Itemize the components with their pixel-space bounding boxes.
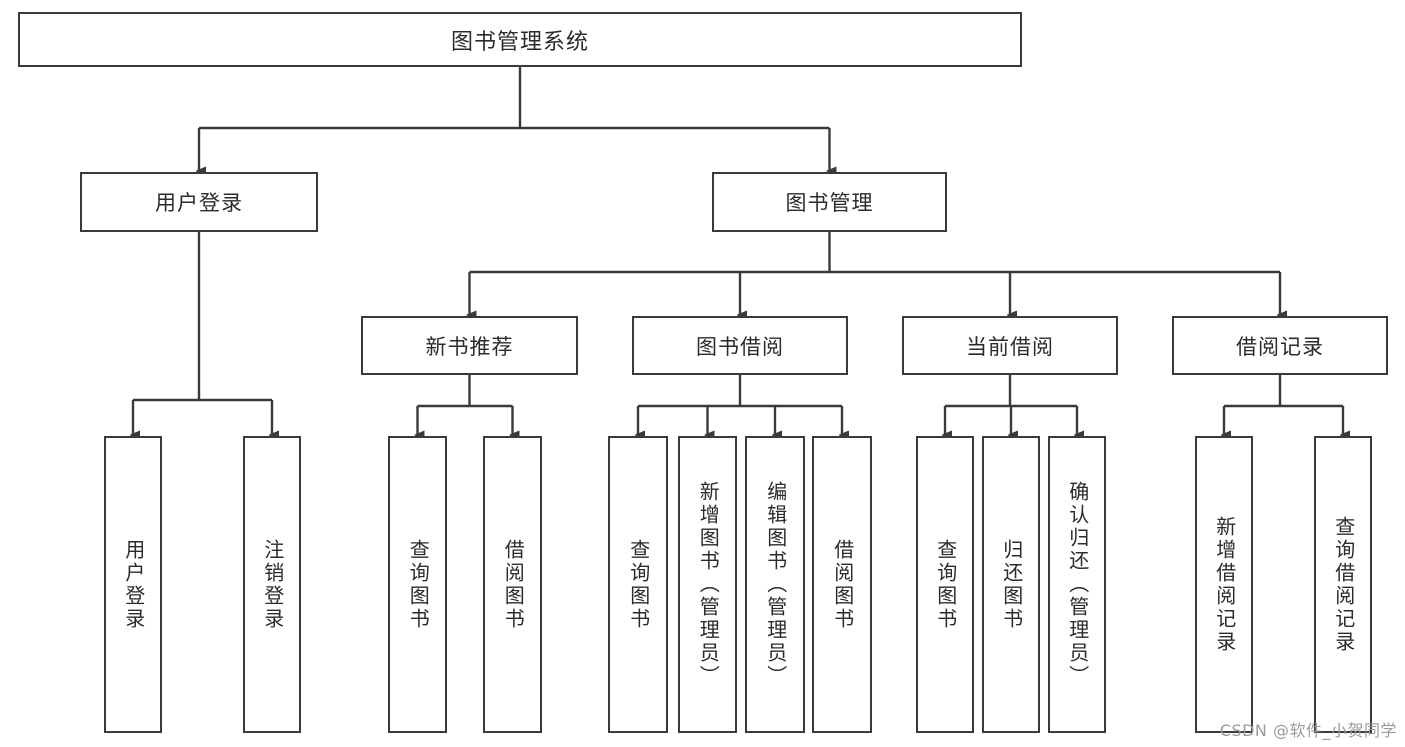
node-label-add-borrow-record: 新增借阅记录	[1212, 515, 1237, 654]
node-user-login[interactable]: 用户登录	[80, 172, 318, 232]
node-query-book-1[interactable]: 查询图书	[388, 436, 447, 733]
node-borrow-record[interactable]: 借阅记录	[1172, 316, 1388, 375]
node-label-user-login-do: 用户登录	[121, 538, 146, 631]
node-query-book-3[interactable]: 查询图书	[916, 436, 974, 733]
node-label-confirm-return-admin: 确认归还（管理员）	[1065, 481, 1090, 688]
node-confirm-return-admin[interactable]: 确认归还（管理员）	[1048, 436, 1106, 733]
node-borrow-book-1[interactable]: 借阅图书	[483, 436, 542, 733]
node-label-root: 图书管理系统	[450, 29, 589, 55]
node-add-book-admin[interactable]: 新增图书（管理员）	[678, 436, 737, 733]
node-label-borrow-book-1: 借阅图书	[501, 538, 526, 631]
node-label-borrow-record: 借阅记录	[1236, 334, 1324, 359]
node-user-login-do[interactable]: 用户登录	[104, 436, 162, 733]
node-add-borrow-record[interactable]: 新增借阅记录	[1195, 436, 1253, 733]
watermark-text: CSDN @软件_小贺同学	[1219, 721, 1397, 740]
node-label-current-borrow: 当前借阅	[966, 334, 1054, 359]
node-query-borrow-record[interactable]: 查询借阅记录	[1314, 436, 1372, 733]
node-return-book[interactable]: 归还图书	[982, 436, 1040, 733]
node-borrow-book-2[interactable]: 借阅图书	[812, 436, 872, 733]
node-label-book-borrow: 图书借阅	[696, 334, 784, 359]
node-book-manage[interactable]: 图书管理	[712, 172, 947, 232]
node-book-borrow[interactable]: 图书借阅	[632, 316, 848, 375]
node-label-query-book-2: 查询图书	[626, 538, 651, 631]
node-user-logout[interactable]: 注销登录	[243, 436, 301, 733]
node-label-query-borrow-record: 查询借阅记录	[1331, 515, 1356, 654]
node-label-borrow-book-2: 借阅图书	[830, 538, 855, 631]
node-label-user-logout: 注销登录	[260, 538, 285, 631]
node-root[interactable]: 图书管理系统	[18, 12, 1022, 67]
node-label-query-book-1: 查询图书	[406, 538, 431, 631]
node-label-user-login: 用户登录	[155, 191, 243, 215]
node-label-new-book-recommend: 新书推荐	[425, 334, 514, 359]
node-label-add-book-admin: 新增图书（管理员）	[696, 481, 721, 688]
node-label-query-book-3: 查询图书	[933, 538, 958, 631]
node-current-borrow[interactable]: 当前借阅	[902, 316, 1118, 375]
node-label-return-book: 归还图书	[999, 538, 1024, 631]
node-query-book-2[interactable]: 查询图书	[608, 436, 668, 733]
node-edit-book-admin[interactable]: 编辑图书（管理员）	[745, 436, 805, 733]
node-label-book-manage: 图书管理	[785, 191, 874, 215]
node-new-book-recommend[interactable]: 新书推荐	[361, 316, 578, 375]
node-label-edit-book-admin: 编辑图书（管理员）	[763, 481, 788, 688]
